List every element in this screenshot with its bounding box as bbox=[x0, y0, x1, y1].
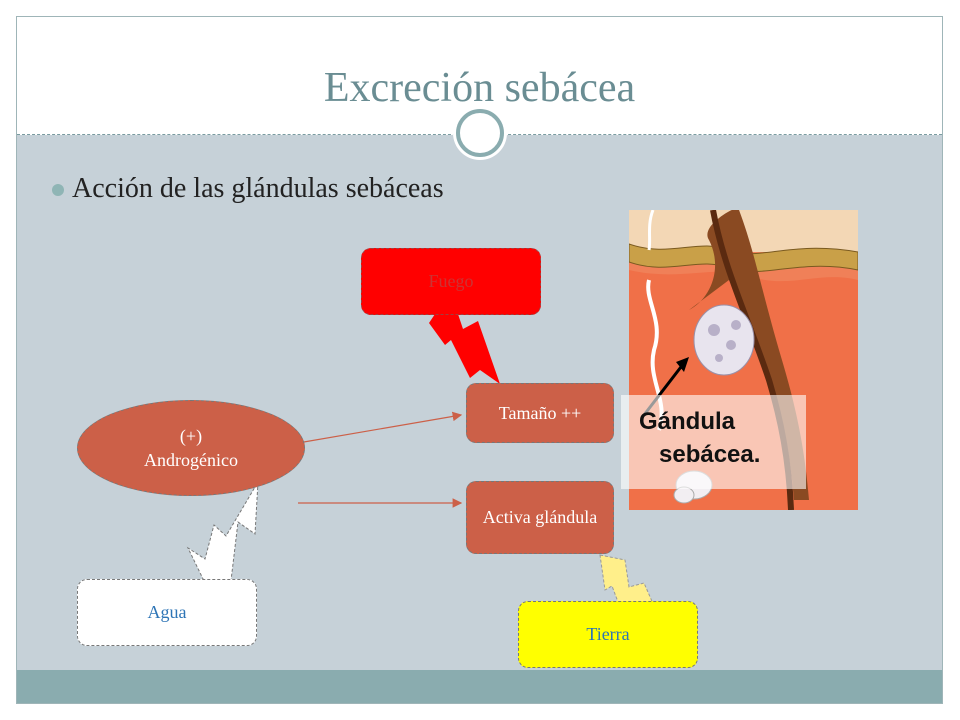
fuego-label: Fuego bbox=[428, 271, 474, 292]
slide-title: Excreción sebácea bbox=[323, 65, 636, 111]
agua-box: Agua bbox=[77, 579, 257, 646]
gland-label-line1: Gándula bbox=[639, 408, 736, 435]
bullet-dot-icon bbox=[52, 184, 64, 196]
fuego-box: Fuego bbox=[361, 248, 541, 315]
lightning-agua-icon bbox=[186, 481, 259, 590]
footer-band bbox=[17, 670, 942, 703]
tamano-box: Tamaño ++ bbox=[466, 383, 614, 443]
gland-label-line2: sebácea. bbox=[659, 441, 761, 468]
agua-label: Agua bbox=[147, 602, 187, 623]
arrow-to-tamano bbox=[297, 411, 463, 444]
androgenico-ellipse: (+) Androgénico bbox=[77, 400, 305, 496]
activa-box: Activa glándula bbox=[466, 481, 614, 554]
lightning-fuego-icon bbox=[429, 311, 500, 384]
androgenico-line2: Androgénico bbox=[144, 450, 238, 470]
androgenico-line1: (+) bbox=[179, 425, 203, 446]
gland-label-background bbox=[621, 395, 806, 489]
tierra-box: Tierra bbox=[518, 601, 698, 668]
tamano-label: Tamaño ++ bbox=[498, 402, 582, 423]
activa-label: Activa glándula bbox=[482, 507, 598, 528]
bullet-text: Acción de las glándulas sebáceas bbox=[72, 173, 444, 204]
tierra-label: Tierra bbox=[586, 624, 630, 645]
